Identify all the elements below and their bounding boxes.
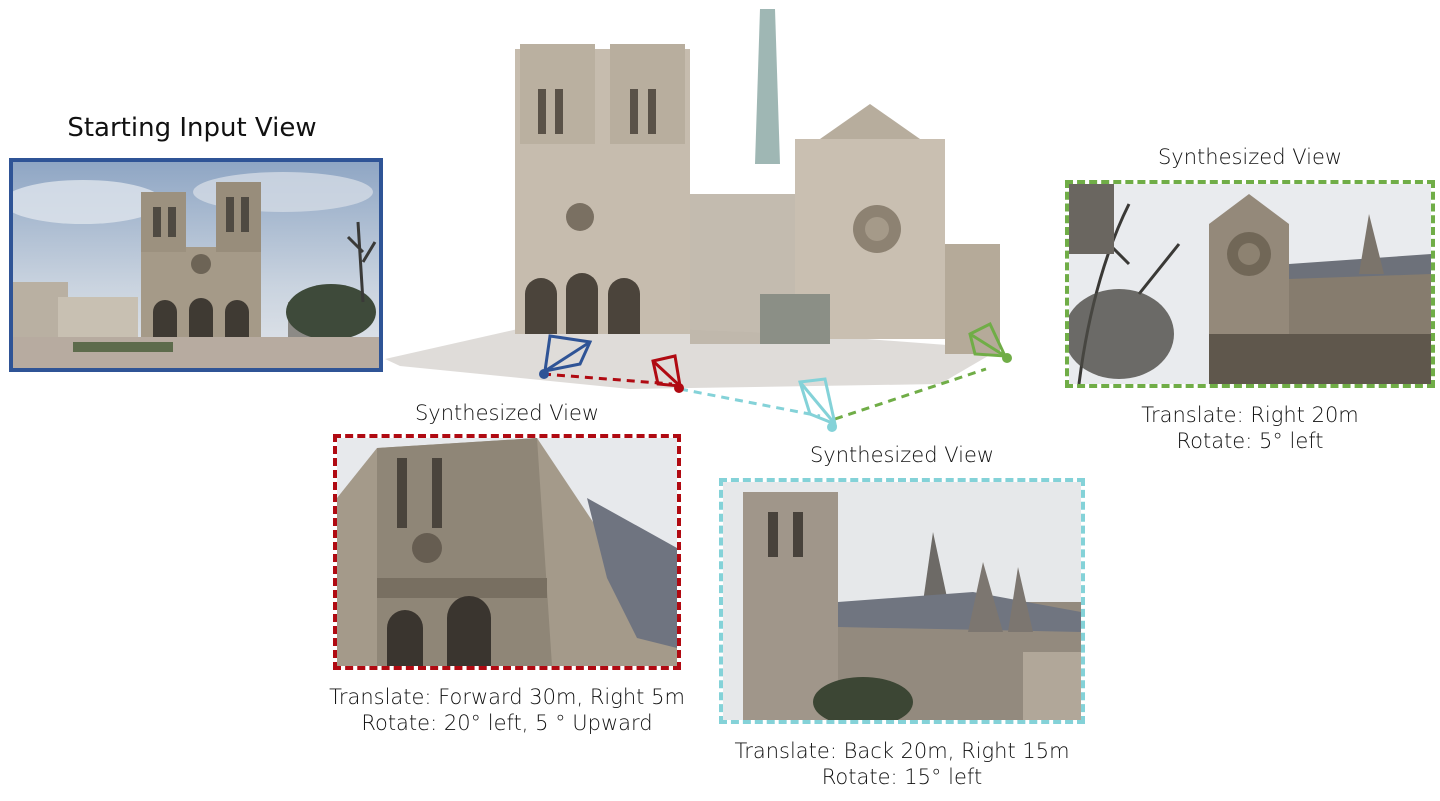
caption-red-rotate: Rotate: 20° left, 5 ° Upward [361,711,653,736]
caption-red: Translate: Forward 30m, Right 5m Rotate:… [300,684,714,737]
synthesized-view-cyan-image [719,478,1085,724]
view-title-red: Synthesized View [414,401,600,425]
caption-green: Translate: Right 20m Rotate: 5° left [1065,402,1435,455]
starting-view-title: Starting Input View [67,113,317,143]
caption-cyan: Translate: Back 20m, Right 15m Rotate: 1… [694,738,1110,791]
starting-input-view-image [9,158,383,372]
path-segment-cyan-green [834,367,987,421]
caption-green-translate: Translate: Right 20m [1141,403,1359,427]
synthesized-view-red-image [333,434,681,670]
caption-cyan-translate: Translate: Back 20m, Right 15m [734,739,1070,763]
scene-reconstruction [380,4,1030,444]
caption-red-translate: Translate: Forward 30m, Right 5m [329,685,685,709]
path-segment-red-cyan [679,387,821,418]
caption-green-rotate: Rotate: 5° left [1176,429,1324,454]
caption-cyan-rotate: Rotate: 15° left [821,765,983,790]
synthesized-view-green-image [1065,180,1435,388]
view-title-green: Synthesized View [1157,145,1343,169]
view-title-cyan: Synthesized View [809,443,995,467]
camera-blue-icon [543,334,593,373]
path-segment-blue-red [542,372,673,386]
